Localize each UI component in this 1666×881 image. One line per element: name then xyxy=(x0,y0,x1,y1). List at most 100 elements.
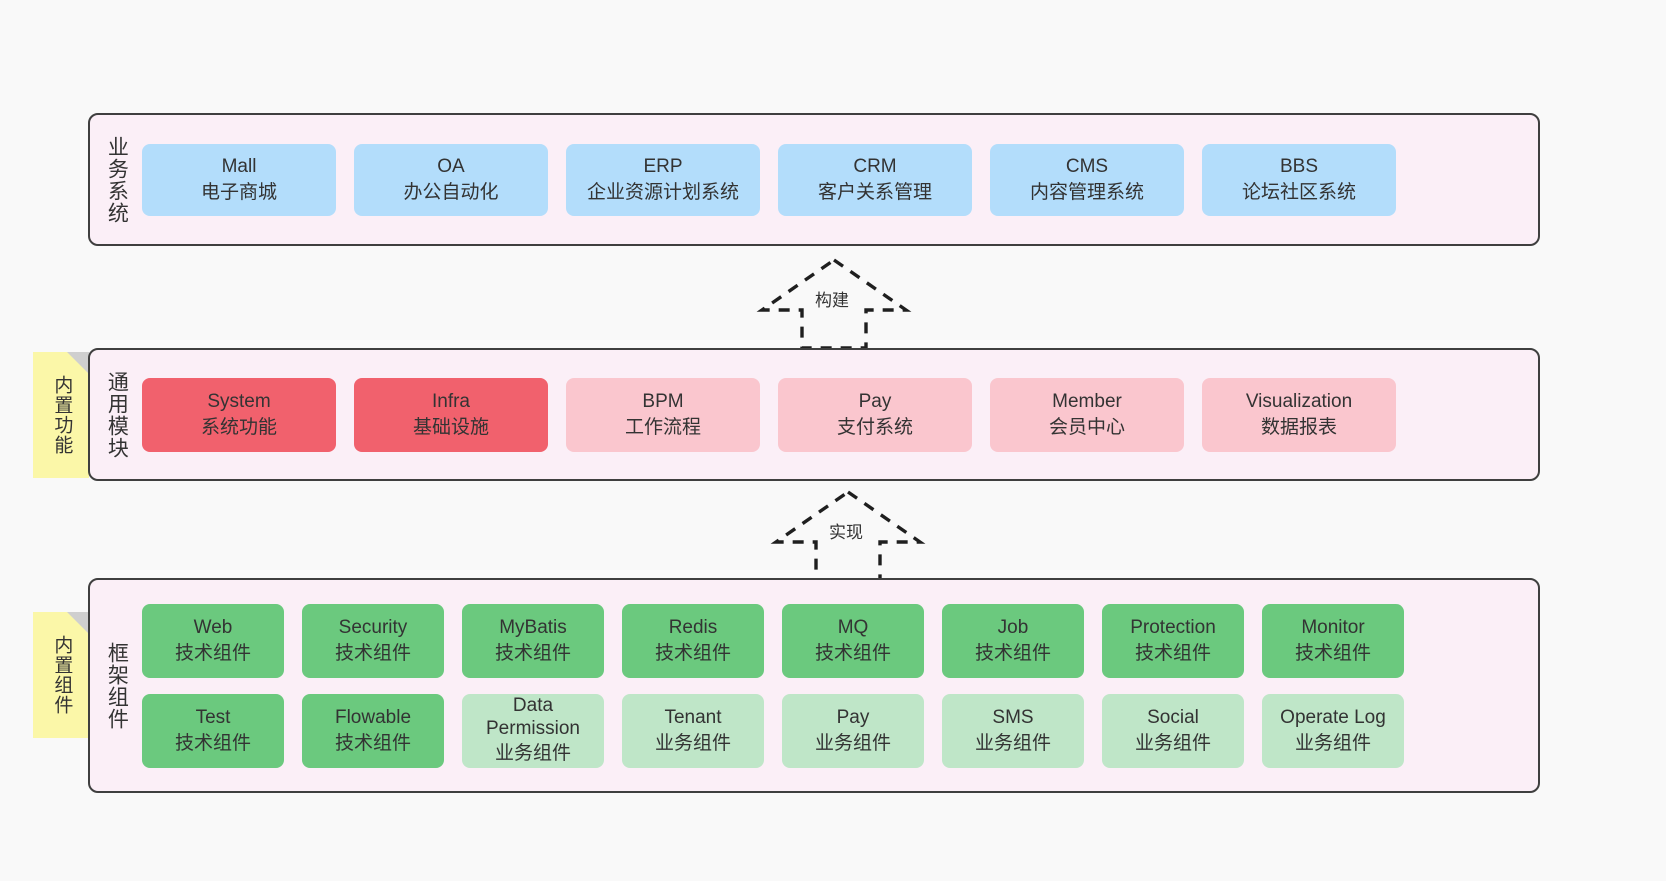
card-subtitle: 技术组件 xyxy=(174,642,251,664)
card-system[interactable]: System 系统功能 xyxy=(142,377,336,452)
card-tenant[interactable]: Tenant 业务组件 xyxy=(622,693,764,768)
layer-title-framework-component: 框架组件 xyxy=(105,641,129,730)
card-title: Mall xyxy=(221,156,257,178)
layer-framework-component: 框架组件 Web 技术组件 Security 技术组件 MyBatis 技术组件… xyxy=(88,578,1540,793)
card-title: BPM xyxy=(642,391,684,413)
card-subtitle: 业务组件 xyxy=(654,732,731,754)
card-cms[interactable]: CMS 内容管理系统 xyxy=(990,143,1184,216)
card-operate-log[interactable]: Operate Log 业务组件 xyxy=(1262,693,1404,768)
card-title: CRM xyxy=(853,156,897,178)
card-title: Social xyxy=(1147,707,1199,729)
card-subtitle: 业务组件 xyxy=(814,732,891,754)
card-bpm[interactable]: BPM 工作流程 xyxy=(566,377,760,452)
card-mq[interactable]: MQ 技术组件 xyxy=(782,603,924,678)
card-subtitle: 内容管理系统 xyxy=(1029,181,1144,203)
card-row: Web 技术组件 Security 技术组件 MyBatis 技术组件 Redi… xyxy=(142,603,1524,678)
layer-body-business-system: Mall 电子商城 OA 办公自动化 ERP 企业资源计划系统 CRM 客户关系… xyxy=(142,115,1538,244)
card-subtitle: 办公自动化 xyxy=(403,181,499,203)
card-title: Protection xyxy=(1130,617,1216,639)
card-subtitle: 技术组件 xyxy=(1134,642,1211,664)
card-subtitle: 业务组件 xyxy=(494,742,571,764)
note-fold-corner-icon xyxy=(67,612,89,634)
card-subtitle: 支付系统 xyxy=(836,416,913,438)
card-title: Test xyxy=(195,707,231,729)
layer-title-common-module: 通用模块 xyxy=(105,370,129,459)
card-social[interactable]: Social 业务组件 xyxy=(1102,693,1244,768)
connector-label: 构建 xyxy=(815,291,849,310)
card-title: ERP xyxy=(643,156,683,178)
card-erp[interactable]: ERP 企业资源计划系统 xyxy=(566,143,760,216)
card-title: Job xyxy=(997,617,1029,639)
connector-realize: 实现 xyxy=(770,489,926,582)
card-test[interactable]: Test 技术组件 xyxy=(142,693,284,768)
card-title: Data Permission xyxy=(486,695,580,739)
card-subtitle: 技术组件 xyxy=(814,642,891,664)
generalization-arrow-icon xyxy=(756,257,912,350)
card-subtitle: 技术组件 xyxy=(1294,642,1371,664)
card-subtitle: 技术组件 xyxy=(334,642,411,664)
card-subtitle: 业务组件 xyxy=(1134,732,1211,754)
card-data-permission[interactable]: Data Permission 业务组件 xyxy=(462,693,604,768)
card-job[interactable]: Job 技术组件 xyxy=(942,603,1084,678)
card-member[interactable]: Member 会员中心 xyxy=(990,377,1184,452)
card-mall[interactable]: Mall 电子商城 xyxy=(142,143,336,216)
card-subtitle: 技术组件 xyxy=(494,642,571,664)
layer-common-module: 通用模块 System 系统功能 Infra 基础设施 BPM 工作流程 Pay xyxy=(88,348,1540,481)
card-bbs[interactable]: BBS 论坛社区系统 xyxy=(1202,143,1396,216)
card-subtitle: 业务组件 xyxy=(974,732,1051,754)
card-subtitle: 电子商城 xyxy=(200,181,277,203)
card-crm[interactable]: CRM 客户关系管理 xyxy=(778,143,972,216)
card-row: Mall 电子商城 OA 办公自动化 ERP 企业资源计划系统 CRM 客户关系… xyxy=(142,143,1524,216)
card-subtitle: 技术组件 xyxy=(334,732,411,754)
card-title: Tenant xyxy=(664,707,722,729)
card-title: Member xyxy=(1052,391,1122,413)
card-redis[interactable]: Redis 技术组件 xyxy=(622,603,764,678)
card-subtitle: 系统功能 xyxy=(200,416,277,438)
card-row: Test 技术组件 Flowable 技术组件 Data Permission … xyxy=(142,693,1524,768)
card-infra[interactable]: Infra 基础设施 xyxy=(354,377,548,452)
card-flowable[interactable]: Flowable 技术组件 xyxy=(302,693,444,768)
card-visualization[interactable]: Visualization 数据报表 xyxy=(1202,377,1396,452)
card-title: Pay xyxy=(836,707,870,729)
card-subtitle: 基础设施 xyxy=(412,416,489,438)
card-title: Security xyxy=(338,617,408,639)
generalization-arrow-icon xyxy=(770,489,926,582)
layer-business-system: 业务系统 Mall 电子商城 OA 办公自动化 ERP 企业资源计划系统 CRM xyxy=(88,113,1540,246)
note-label: 内置功能 xyxy=(51,375,73,455)
layer-body-common-module: System 系统功能 Infra 基础设施 BPM 工作流程 Pay 支付系统… xyxy=(142,350,1538,479)
card-sms[interactable]: SMS 业务组件 xyxy=(942,693,1084,768)
card-title: Web xyxy=(193,617,233,639)
card-web[interactable]: Web 技术组件 xyxy=(142,603,284,678)
card-monitor[interactable]: Monitor 技术组件 xyxy=(1262,603,1404,678)
card-protection[interactable]: Protection 技术组件 xyxy=(1102,603,1244,678)
card-subtitle: 技术组件 xyxy=(654,642,731,664)
card-title: CMS xyxy=(1065,156,1109,178)
card-title: Operate Log xyxy=(1280,707,1386,729)
card-oa[interactable]: OA 办公自动化 xyxy=(354,143,548,216)
card-subtitle: 会员中心 xyxy=(1048,416,1125,438)
card-title: System xyxy=(207,391,271,413)
card-title: Redis xyxy=(668,617,718,639)
note-builtin-component: 内置组件 xyxy=(33,612,89,738)
connector-build: 构建 xyxy=(756,257,912,350)
card-title: MQ xyxy=(837,617,869,639)
card-pay-component[interactable]: Pay 业务组件 xyxy=(782,693,924,768)
card-pay-module[interactable]: Pay 支付系统 xyxy=(778,377,972,452)
card-subtitle: 技术组件 xyxy=(174,732,251,754)
card-title: Monitor xyxy=(1301,617,1365,639)
card-security[interactable]: Security 技术组件 xyxy=(302,603,444,678)
card-subtitle: 论坛社区系统 xyxy=(1241,181,1356,203)
card-subtitle: 技术组件 xyxy=(974,642,1051,664)
note-builtin-function: 内置功能 xyxy=(33,352,89,478)
card-title: SMS xyxy=(992,707,1034,729)
card-title: BBS xyxy=(1279,156,1319,178)
card-mybatis[interactable]: MyBatis 技术组件 xyxy=(462,603,604,678)
connector-label: 实现 xyxy=(829,523,863,542)
card-title: Flowable xyxy=(334,707,412,729)
note-label: 内置组件 xyxy=(51,635,73,715)
card-subtitle: 数据报表 xyxy=(1260,416,1337,438)
card-row: System 系统功能 Infra 基础设施 BPM 工作流程 Pay 支付系统… xyxy=(142,377,1524,452)
note-fold-corner-icon xyxy=(67,352,89,374)
card-title: MyBatis xyxy=(499,617,567,639)
